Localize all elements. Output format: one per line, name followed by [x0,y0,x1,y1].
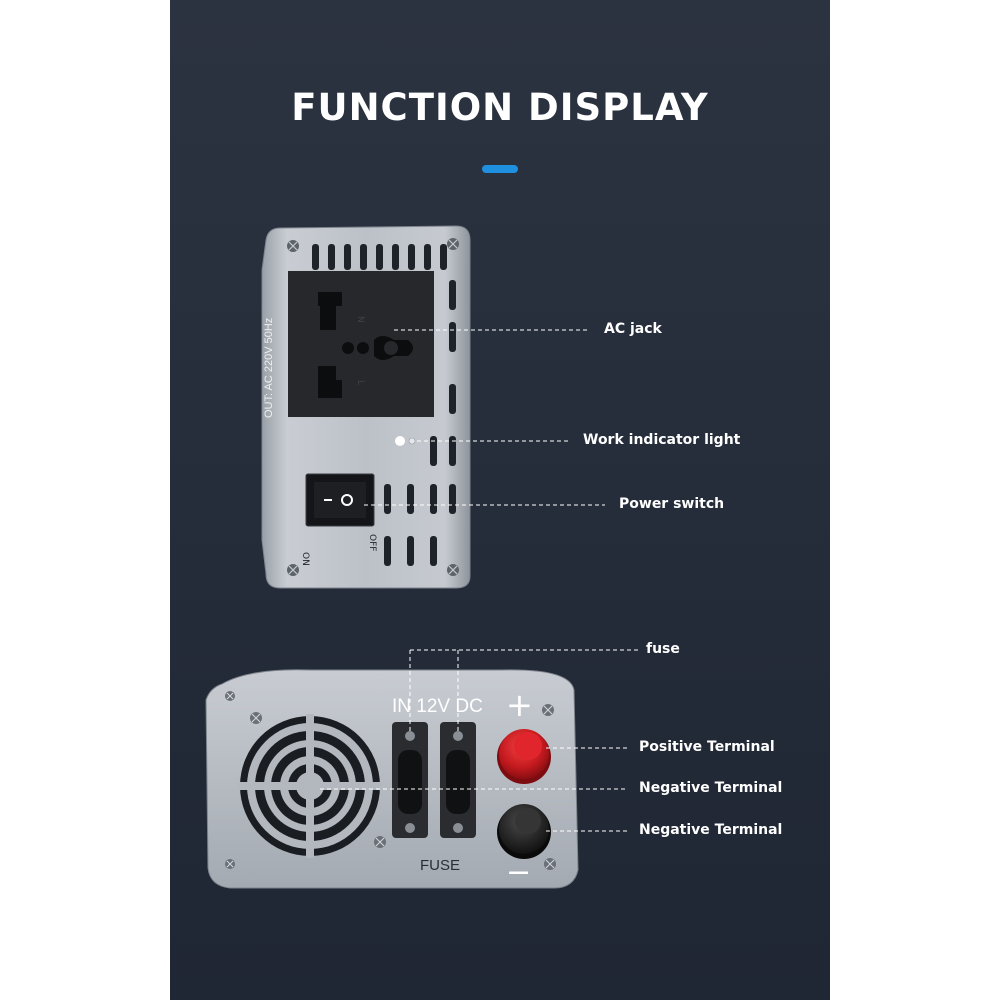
top-vents [312,244,456,566]
title-accent-bar [482,165,518,173]
negative-terminal[interactable] [497,804,551,859]
callout-positive-terminal: Positive Terminal [639,739,775,755]
switch-on-print: ON [300,552,310,566]
switch-off-print: OFF [367,534,377,551]
screws-top [287,238,459,576]
svg-text:N: N [355,316,365,323]
dc-side-panel: IN 12V DC + FUSE [205,669,579,890]
minus-sign: − [506,855,531,890]
callout-ac-jack: AC jack [604,321,662,337]
power-switch[interactable] [305,473,375,527]
fuse-holders [392,722,476,838]
fuse-print: FUSE [420,857,460,874]
svg-text:L: L [355,380,365,385]
page-title: FUNCTION DISPLAY [291,86,709,129]
callout-negative-terminal-2: Negative Terminal [639,822,783,838]
callout-negative-terminal-1: Negative Terminal [639,780,783,796]
ac-jack-socket: N L [288,271,434,417]
callout-lines [320,329,638,832]
positive-terminal[interactable] [497,729,551,784]
callout-fuse: fuse [646,641,680,657]
callout-power-switch: Power switch [619,496,725,512]
plus-sign: + [506,686,533,724]
screws-bottom [225,691,556,870]
output-rating-print: OUT: AC 220V 50Hz [263,318,275,418]
work-indicator-led [395,436,416,446]
inverter-illustration: N L OUT: AC 220V 50Hz ON OFF [205,225,638,890]
fan-grille [238,714,382,858]
input-rating-print: IN 12V DC [392,696,483,717]
callout-work-indicator: Work indicator light [583,432,741,448]
ac-side-panel: N L OUT: AC 220V 50Hz ON OFF [261,225,471,589]
product-panel: FUNCTION DISPLAY [170,0,830,1000]
